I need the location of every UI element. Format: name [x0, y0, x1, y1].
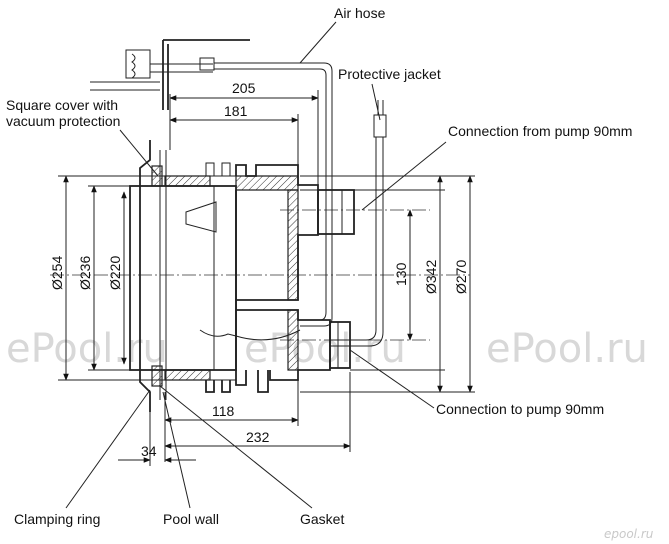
watermark-right: ePool.ru	[486, 326, 648, 372]
leader-pool-wall	[162, 391, 191, 509]
corner-logo: epool.ru	[604, 527, 654, 541]
dim-270: Ø270	[453, 175, 473, 393]
leader-gasket	[159, 385, 313, 509]
air-valve	[125, 49, 215, 79]
dim-118-label: 118	[212, 403, 235, 419]
dim-34-label: 34	[141, 443, 157, 459]
dim-181-label: 181	[224, 103, 248, 119]
label-pool-wall: Pool wall	[163, 511, 219, 527]
lower-connection-pipe	[329, 321, 351, 369]
dim-232-label: 232	[246, 429, 270, 445]
dim-130-label: 130	[393, 262, 409, 286]
label-square-cover-1: Square cover with	[6, 97, 118, 113]
dim-342: Ø342	[423, 175, 443, 393]
dim-270-label: Ø270	[453, 260, 469, 294]
dim-232: 232	[164, 372, 351, 462]
dim-130: 130	[393, 209, 413, 341]
upper-connection-pipe	[317, 189, 355, 235]
label-gasket: Gasket	[300, 511, 344, 527]
leader-clamping-ring	[65, 389, 151, 509]
dim-220: Ø220	[107, 191, 127, 365]
label-protective-jacket: Protective jacket	[338, 66, 441, 82]
dim-205: 205	[169, 80, 319, 185]
protective-jacket	[330, 100, 387, 347]
dim-205-label: 205	[232, 80, 256, 96]
dim-236: Ø236	[77, 185, 97, 371]
main-housing	[129, 162, 331, 393]
leader-protective-jacket	[371, 83, 381, 121]
dim-118: 118	[164, 380, 299, 426]
dim-236-label: Ø236	[77, 256, 93, 290]
pool-wall	[90, 39, 250, 400]
label-square-cover-2: vacuum protection	[6, 113, 120, 129]
leader-connection-from-pump	[361, 141, 447, 211]
dim-342-label: Ø342	[423, 260, 439, 294]
dim-220-label: Ø220	[107, 256, 123, 290]
label-air-hose: Air hose	[334, 5, 386, 21]
dim-34: 34	[118, 412, 196, 466]
leader-connection-to-pump	[349, 349, 435, 409]
label-connection-to-pump: Connection to pump 90mm	[436, 401, 604, 417]
internal-flap	[185, 201, 301, 341]
leader-air-hose	[299, 21, 337, 64]
dim-254-label: Ø254	[49, 256, 65, 290]
dim-181: 181	[169, 94, 299, 165]
watermark-left: ePool.ru	[6, 326, 168, 372]
label-connection-from-pump: Connection from pump 90mm	[448, 123, 632, 139]
watermark-center: ePool.ru	[244, 326, 406, 372]
label-clamping-ring: Clamping ring	[14, 511, 100, 527]
dim-254: Ø254	[49, 175, 69, 381]
leader-square-cover	[119, 129, 159, 177]
